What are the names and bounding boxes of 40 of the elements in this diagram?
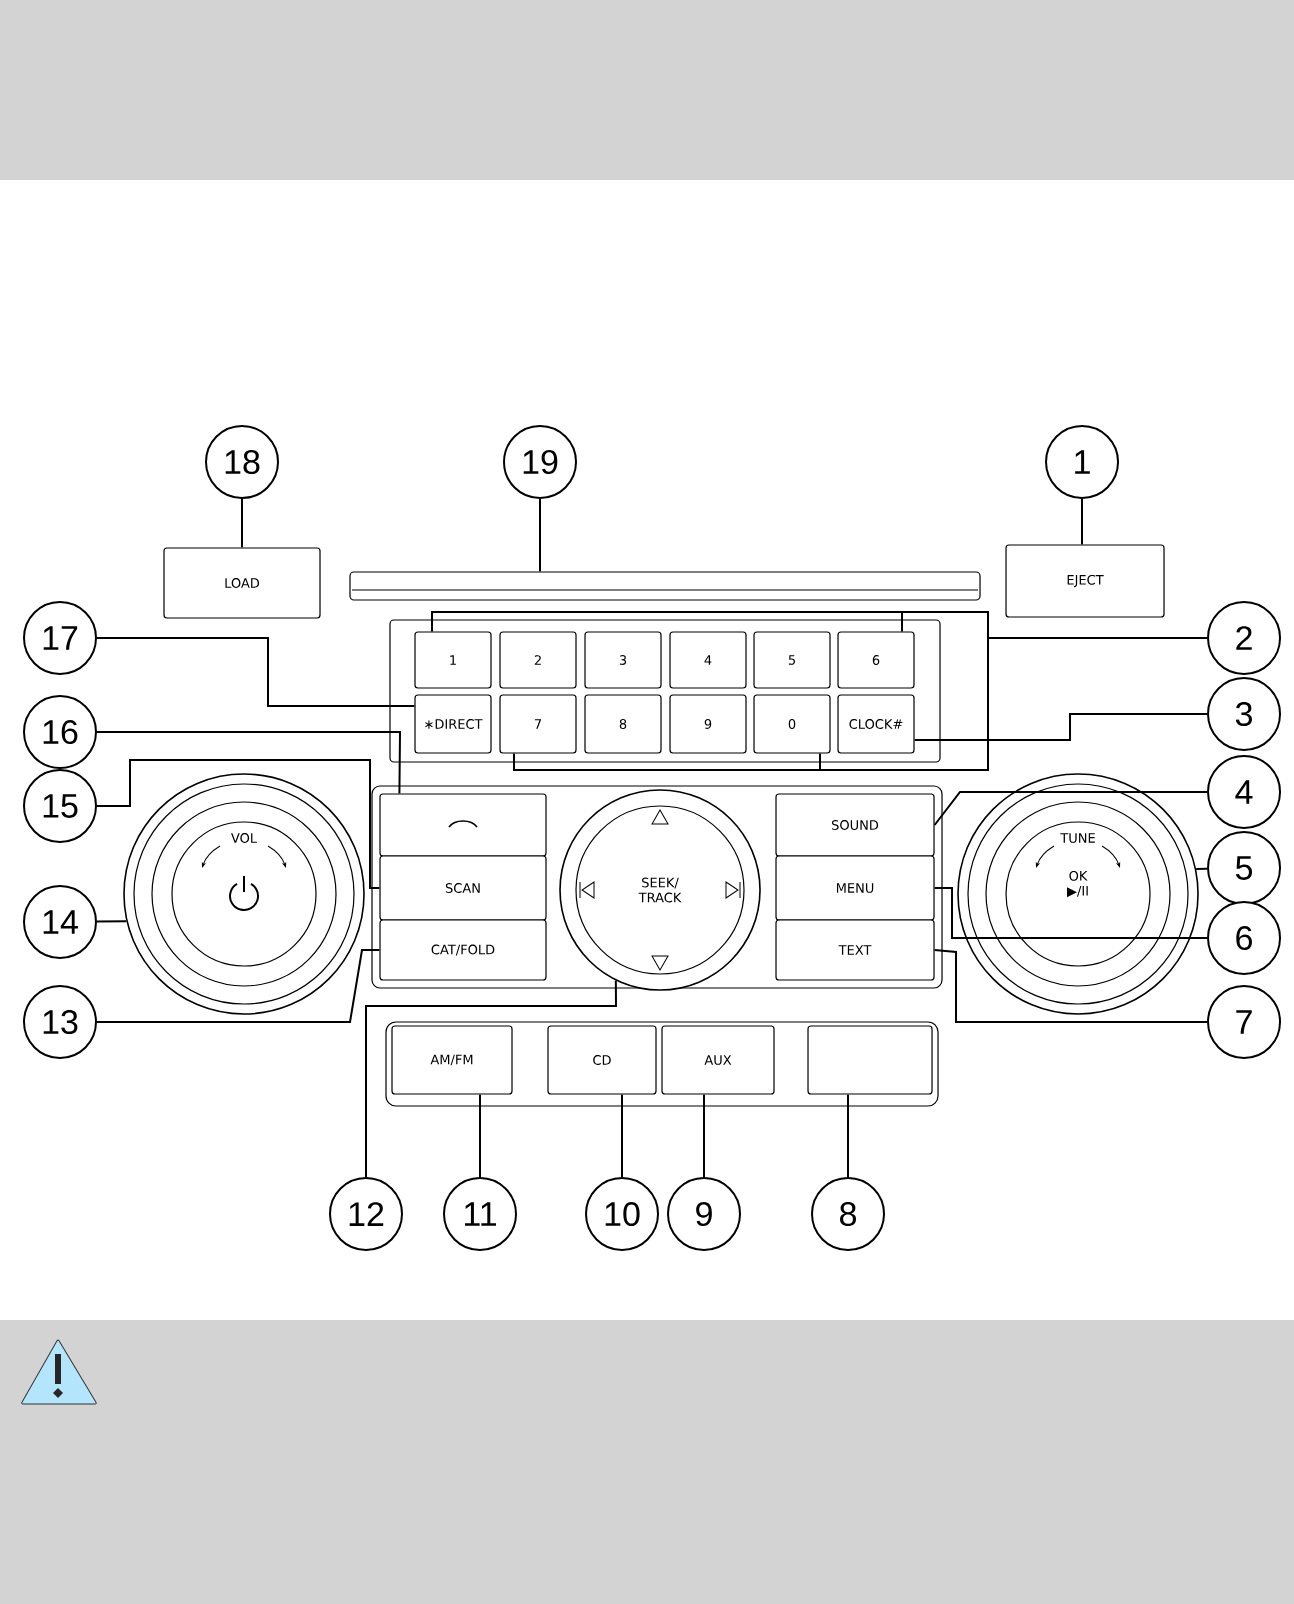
callout-number: 19 (503, 425, 577, 499)
callout-number: 9 (667, 1177, 741, 1251)
leader-line (241, 498, 243, 549)
callout-number: 3 (1207, 677, 1281, 751)
leader-line (1081, 498, 1083, 546)
leader-line (703, 1093, 705, 1178)
leader-line (365, 979, 617, 1178)
callout-number: 8 (811, 1177, 885, 1251)
callout-number: 13 (23, 985, 97, 1059)
callout-number: 17 (23, 601, 97, 675)
leader-line (933, 949, 1208, 1023)
leader-line (913, 713, 1208, 741)
callout-number: 18 (205, 425, 279, 499)
callout-number: 5 (1207, 831, 1281, 905)
leader-line (96, 920, 128, 923)
source-button (807, 1025, 933, 1095)
callout-number: 15 (23, 769, 97, 843)
callout-number: 4 (1207, 755, 1281, 829)
leader-line (819, 637, 1208, 771)
callout-number: 2 (1207, 601, 1281, 675)
callout-number: 6 (1207, 901, 1281, 975)
leader-line (96, 759, 381, 889)
leader-line (96, 949, 381, 1023)
leader-line (933, 887, 1208, 939)
callout-number: 11 (443, 1177, 517, 1251)
leader-line (933, 791, 1208, 826)
leader-line (847, 1093, 849, 1178)
leader-line (479, 1093, 481, 1178)
leader-line (96, 637, 416, 707)
leader-line (1195, 867, 1209, 870)
leader-line (96, 731, 401, 795)
callout-number: 12 (329, 1177, 403, 1251)
callout-number: 7 (1207, 985, 1281, 1059)
leader-line (621, 1093, 623, 1178)
leader-line (539, 498, 541, 573)
disc-slot (349, 571, 981, 601)
callout-number: 10 (585, 1177, 659, 1251)
callout-number: 14 (23, 885, 97, 959)
callout-number: 16 (23, 695, 97, 769)
callout-number: 1 (1045, 425, 1119, 499)
